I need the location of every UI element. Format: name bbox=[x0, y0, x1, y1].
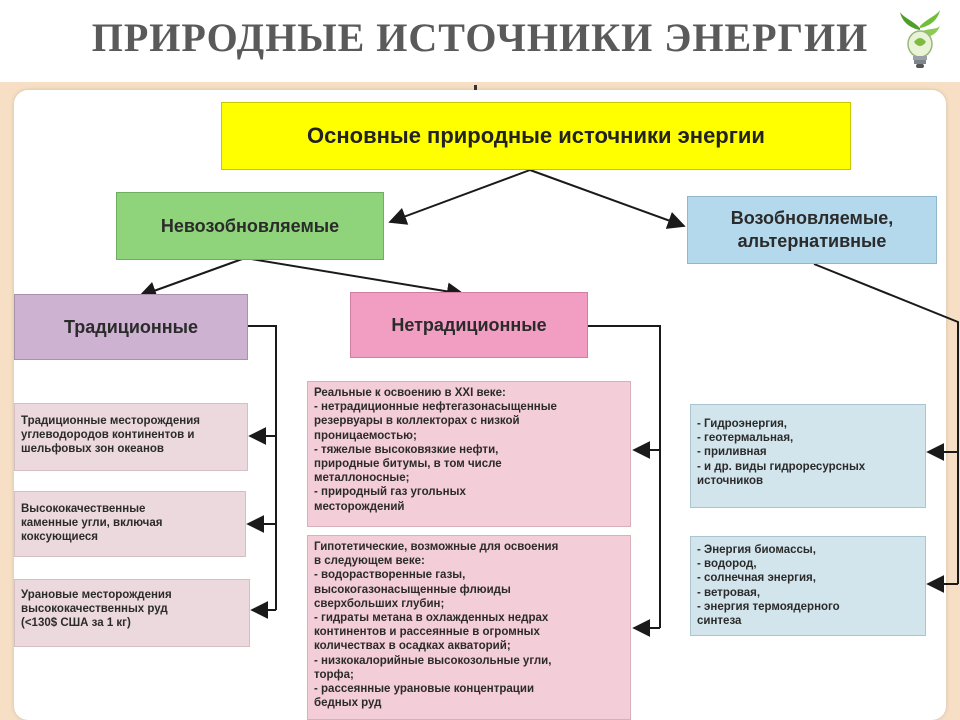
renewable-node: Возобновляемые, альтернативные bbox=[687, 196, 937, 264]
renewable-item-hydro: - Гидроэнергия, - геотермальная, - прили… bbox=[690, 404, 926, 508]
traditional-node: Традиционные bbox=[14, 294, 248, 360]
traditional-item-hydrocarbons: Традиционные месторождения углеводородов… bbox=[14, 403, 248, 471]
nontraditional-node: Нетрадиционные bbox=[350, 292, 588, 358]
decorative-dot bbox=[474, 85, 477, 90]
nontraditional-item-real: Реальные к освоению в XXI веке: - нетрад… bbox=[307, 381, 631, 527]
root-node: Основные природные источники энергии bbox=[221, 102, 851, 170]
lightbulb-plant-icon bbox=[900, 10, 940, 68]
renewable-item-biomass: - Энергия биомассы, - водород, - солнечн… bbox=[690, 536, 926, 636]
traditional-item-coal: Высококачественные каменные угли, включа… bbox=[14, 491, 246, 557]
page-title: ПРИРОДНЫЕ ИСТОЧНИКИ ЭНЕРГИИ bbox=[91, 15, 869, 60]
traditional-item-uranium: Урановые месторождения высококачественны… bbox=[14, 579, 250, 647]
renewable-node-label: Возобновляемые, альтернативные bbox=[730, 207, 894, 251]
nontraditional-item-hypothetical: Гипотетические, возможные для освоения в… bbox=[307, 535, 631, 720]
nonrenewable-node: Невозобновляемые bbox=[116, 192, 384, 260]
